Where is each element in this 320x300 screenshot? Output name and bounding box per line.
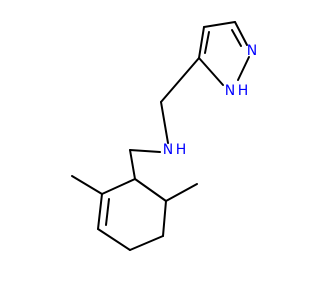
bond-c3-n2 [234,21,248,46]
pyrazole-ring [198,21,250,86]
pyrazole-nh-n-label: N [225,83,235,99]
pyrazole-nh-h-label: H [238,83,249,99]
cyclohexene-ring [71,175,198,251]
bond-nh-ch2 [129,149,161,153]
bond-n1-c5 [198,57,224,86]
bond-ch2-nh [160,101,169,144]
bond-methyl-left [71,175,103,195]
bond-c5-c4 [198,26,205,59]
bond-ring-c6-c1 [134,178,167,202]
bond-ring-c4-c5 [129,235,164,251]
bond-ring-c5-c6 [162,200,167,237]
bond-c4-c3 [203,21,236,28]
amine-h-label: H [176,142,187,158]
linker-bonds [129,57,200,180]
bond-ring-c3-c4 [97,228,131,251]
atom-labels: N N H N H [163,43,257,158]
bond-c3-n2-double [231,29,242,47]
pyrazole-n-label: N [247,43,257,59]
bond-ring-c1-c2 [101,178,136,195]
bond-c5-c4-double [204,31,210,54]
bond-n2-n1 [237,56,250,81]
bond-c5-ch2 [160,57,200,103]
molecule-structure: N N H N H [71,21,257,251]
bond-methyl-right [165,183,198,202]
amine-n-label: N [163,142,173,158]
bond-ring-c2-c3 [97,193,103,230]
bond-ring-c2-c3-double [105,198,110,226]
bond-ch2-ring [129,149,136,180]
